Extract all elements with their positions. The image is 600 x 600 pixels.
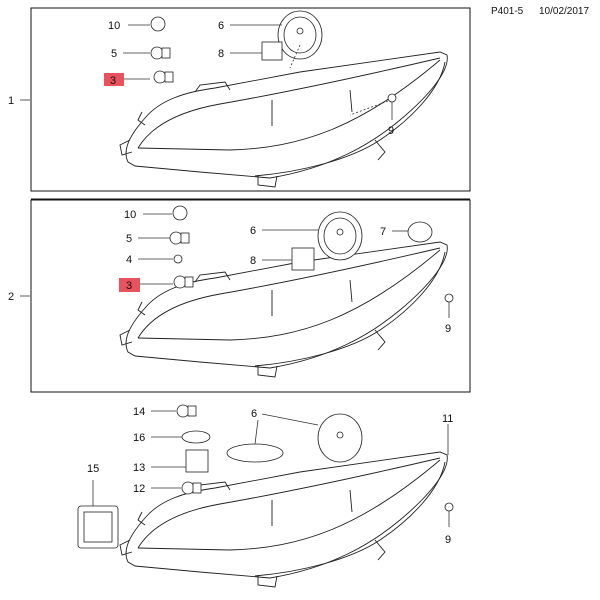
part-3: 3 [104,70,174,87]
part-13: 13 [133,449,209,474]
part-12: 12 [133,481,202,495]
part-8: 8 [250,247,315,271]
callout-3[interactable]: 3 [110,75,116,87]
callout-8[interactable]: 8 [218,48,224,60]
callout-7[interactable]: 7 [380,226,386,238]
part-9: 9 [349,93,397,137]
callout-6[interactable]: 6 [250,225,256,237]
callout-5[interactable]: 5 [126,233,132,245]
callout-12[interactable]: 12 [133,483,145,495]
part-9: 9 [444,502,454,546]
assembly-panel-1: 1 10 5 3 6 8 9 [8,7,471,200]
part-10: 10 [108,16,166,32]
part-6: 6 [250,211,363,261]
callout-4[interactable]: 4 [126,254,132,266]
callout-6[interactable]: 6 [251,408,257,420]
callout-9[interactable]: 9 [445,323,451,335]
callout-16[interactable]: 16 [133,432,145,444]
headlamp-assembly[interactable] [119,451,448,588]
callout-6[interactable]: 6 [218,20,224,32]
callout-10[interactable]: 10 [124,209,136,221]
part-4: 4 [126,254,183,266]
part-16: 16 [133,430,211,444]
part-7: 7 [380,221,433,243]
part-6: 6 [218,10,323,69]
diagram-date: 10/02/2017 [539,6,590,17]
callout-8[interactable]: 8 [250,255,256,267]
part-10: 10 [124,205,188,221]
callout-15[interactable]: 15 [87,463,99,475]
callout-5[interactable]: 5 [111,48,117,60]
callout-11[interactable]: 11 [442,413,453,425]
part-11: 11 [442,413,453,455]
part-15: 15 [77,463,119,549]
part-3: 3 [119,275,194,292]
part-5: 5 [111,46,171,60]
assembly-label-2[interactable]: 2 [8,291,14,303]
assembly-panel-2: 2 10 5 4 3 6 8 7 9 [8,199,471,393]
assembly-label-1[interactable]: 1 [8,95,14,107]
callout-3[interactable]: 3 [126,280,132,292]
callout-10[interactable]: 10 [108,20,120,32]
part-8: 8 [218,41,283,61]
highlight-box [104,73,124,86]
callout-13[interactable]: 13 [133,462,145,474]
callout-14[interactable]: 14 [133,406,145,418]
assembly-panel-3: 14 16 13 12 15 6 11 9 [77,404,454,588]
callout-9[interactable]: 9 [445,534,451,546]
callout-9[interactable]: 9 [388,125,394,137]
part-5: 5 [126,231,190,245]
page-code: P401-5 [491,6,524,17]
part-9: 9 [444,293,454,335]
part-14: 14 [133,404,197,418]
headlamp-assembly[interactable] [119,241,448,378]
highlight-box [119,278,140,292]
part-6: 6 [226,408,363,463]
